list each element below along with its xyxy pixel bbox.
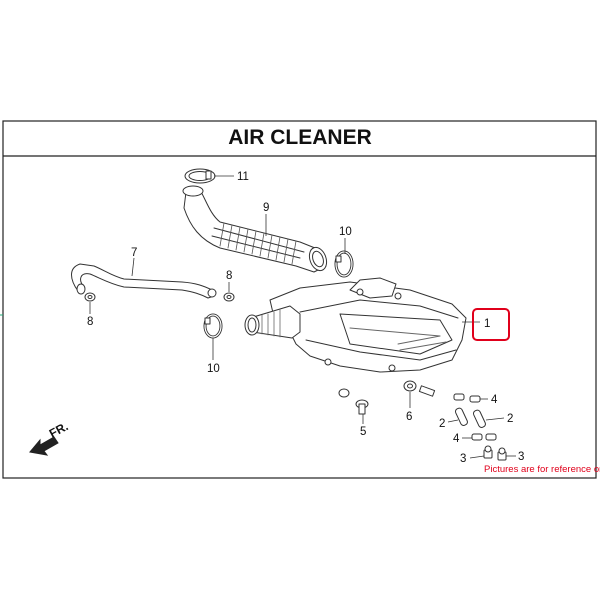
diagram-title: AIR CLEANER — [228, 126, 372, 149]
callout-6: 6 — [406, 411, 412, 423]
reference-note: Pictures are for reference only — [484, 464, 600, 475]
bolt-6 — [403, 380, 436, 397]
highlight-box — [472, 308, 510, 341]
direction-label: FR. — [47, 419, 71, 440]
callout-8-upper: 8 — [226, 270, 232, 282]
callout-3-left: 3 — [460, 453, 466, 465]
callout-2-right: 2 — [507, 413, 513, 425]
callout-10-lower: 10 — [207, 363, 220, 375]
plug-4-lower — [471, 433, 497, 441]
callout-4-lower: 4 — [453, 433, 460, 445]
front-direction-arrow: FR. — [29, 419, 71, 456]
hose-clamp-10-upper — [334, 250, 354, 278]
clamp-3-left — [483, 445, 493, 459]
intake-duct-9 — [182, 185, 328, 273]
callout-5: 5 — [360, 426, 366, 438]
callout-10-upper: 10 — [339, 226, 352, 238]
clip-8-upper — [223, 292, 235, 302]
bolt-5 — [338, 388, 369, 415]
diagram-border — [2, 120, 597, 479]
callout-7: 7 — [131, 247, 137, 259]
hose-clamp-11 — [184, 168, 216, 184]
callout-11: 11 — [237, 171, 249, 183]
tube-2-right — [472, 409, 486, 428]
breather-tube-7 — [71, 263, 217, 299]
plug-4-upper — [453, 393, 481, 403]
callout-9: 9 — [263, 202, 269, 214]
clamp-3-right — [497, 447, 507, 461]
clip-8-lower — [84, 292, 96, 302]
callout-2-left: 2 — [439, 418, 445, 430]
hose-clamp-10-lower — [203, 313, 223, 339]
tube-2-left — [454, 407, 468, 426]
callout-3-right: 3 — [518, 451, 524, 463]
callout-4-upper: 4 — [491, 394, 498, 406]
air-cleaner-assembly-1 — [244, 277, 467, 373]
callout-8-lower: 8 — [87, 316, 93, 328]
callout-1: 1 — [484, 318, 490, 330]
